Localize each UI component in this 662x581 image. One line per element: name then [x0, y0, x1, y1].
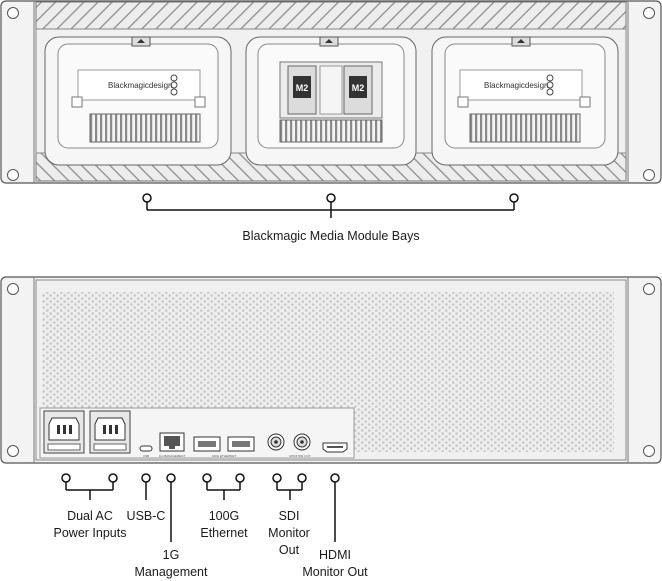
- media-bay-left: Blackmagicdesign: [44, 36, 232, 166]
- m2-label-right: M2: [352, 83, 365, 93]
- hdmi-monitor-port: [322, 442, 348, 453]
- front-panel: Blackmagicdesign M2 M2: [0, 0, 662, 184]
- svg-text:1G MANAGEMENT: 1G MANAGEMENT: [159, 454, 186, 458]
- vent-band-top: [35, 1, 627, 30]
- label-usb-c: USB-C: [126, 509, 166, 523]
- media-bay-right: Blackmagicdesign: [431, 36, 619, 166]
- label-hdmi-monitor-out: HDMI Monitor Out: [302, 548, 368, 579]
- rack-ear-hole: [643, 169, 655, 181]
- heatsink-fins: [89, 113, 201, 143]
- heatsink-fins: [279, 119, 383, 143]
- rear-panel: USB 1G MANAGEMENT 100G ETHERNET MONITOR …: [0, 276, 662, 464]
- ethernet-100g-ports: 100G ETHERNET: [193, 436, 255, 458]
- callout-bays-bracket: [142, 193, 519, 218]
- label-sdi-monitor-out: SDI Monitor Out: [268, 509, 310, 557]
- media-bay-center: M2 M2: [245, 36, 417, 166]
- rack-ear-hole: [7, 283, 19, 295]
- callout-mgmt-line: [166, 473, 176, 542]
- callout-ethernet-bracket: [202, 473, 245, 500]
- sdi-monitor-ports: MONITOR OUT: [267, 433, 311, 458]
- svg-text:USB: USB: [143, 454, 149, 458]
- callout-hdmi-line: [330, 473, 340, 542]
- management-ethernet-port: 1G MANAGEMENT: [159, 432, 186, 458]
- svg-text:MONITOR OUT: MONITOR OUT: [289, 454, 310, 458]
- rack-ear-hole: [643, 7, 655, 19]
- brand-label-right: Blackmagicdesign: [484, 81, 548, 90]
- label-dual-ac-power: Dual AC Power Inputs: [53, 509, 127, 540]
- brand-label-left: Blackmagicdesign: [108, 81, 172, 90]
- m2-label-left: M2: [296, 83, 309, 93]
- callout-power-bracket: [61, 473, 118, 500]
- label-1g-management: 1G Management: [134, 548, 208, 579]
- usb-c-port: USB: [139, 445, 153, 458]
- callout-sdi-bracket: [272, 473, 307, 500]
- label-100g-ethernet: 100G Ethernet: [200, 509, 248, 540]
- callout-usbc-line: [141, 473, 151, 500]
- svg-text:100G ETHERNET: 100G ETHERNET: [212, 454, 237, 458]
- rack-ear-hole: [7, 169, 19, 181]
- ac-power-input-1: [43, 410, 85, 454]
- rack-ear-hole: [7, 7, 19, 19]
- rack-ear-hole: [643, 283, 655, 295]
- rack-ear-hole: [7, 445, 19, 457]
- rack-ear-hole: [643, 445, 655, 457]
- label-media-module-bays: Blackmagic Media Module Bays: [242, 229, 420, 243]
- ac-power-input-2: [89, 410, 131, 454]
- heatsink-fins: [469, 113, 581, 143]
